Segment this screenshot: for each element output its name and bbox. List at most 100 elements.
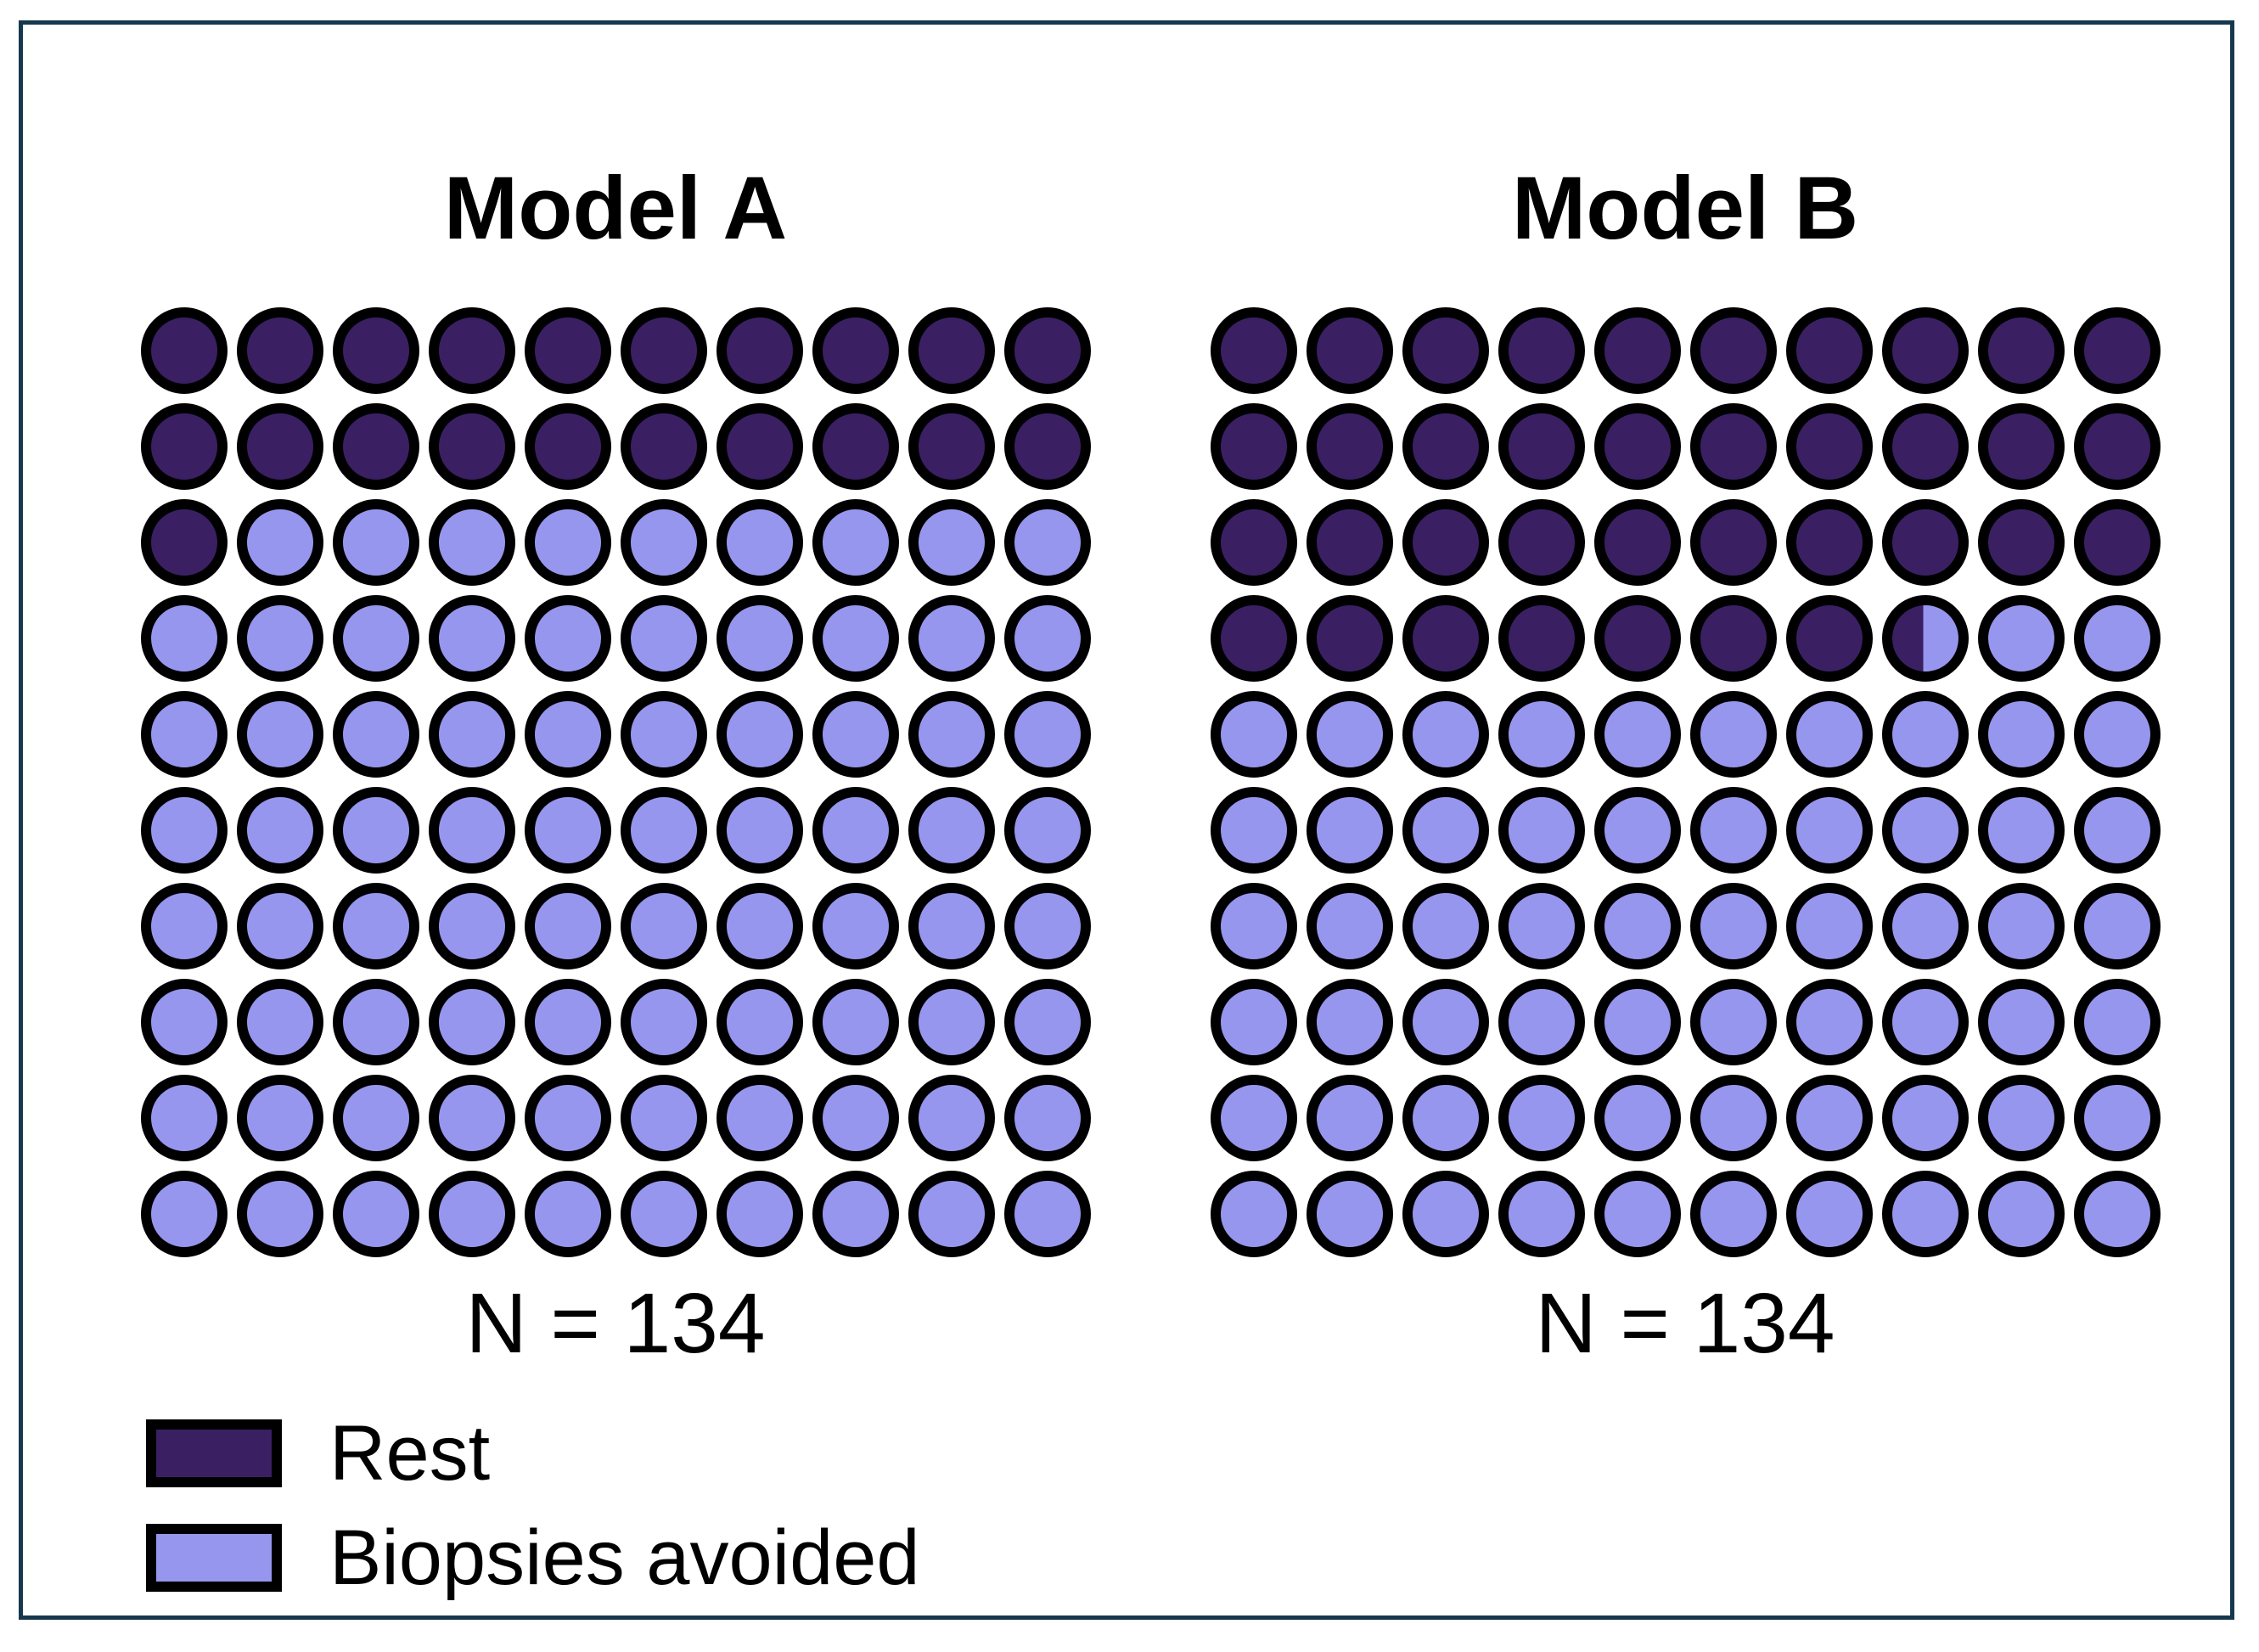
dot-rest xyxy=(1881,498,1969,586)
dot-biopsies-avoided xyxy=(1881,786,1969,874)
dot-biopsies-avoided xyxy=(1881,1074,1969,1161)
legend-label-biopsies-avoided: Biopsies avoided xyxy=(329,1514,920,1601)
dot-rest xyxy=(140,402,228,490)
dot-biopsies-avoided xyxy=(332,978,419,1065)
dot-biopsies-avoided xyxy=(2073,882,2161,969)
dot-rest xyxy=(332,306,419,394)
dot-rest xyxy=(1003,306,1091,394)
dot-rest xyxy=(1210,306,1297,394)
dot-biopsies-avoided xyxy=(1498,978,1585,1065)
dot-rest xyxy=(1977,498,2065,586)
dot-biopsies-avoided xyxy=(2073,786,2161,874)
dot-biopsies-avoided xyxy=(140,594,228,682)
dot-biopsies-avoided xyxy=(428,498,515,586)
dot-biopsies-avoided xyxy=(620,1170,707,1257)
dot-rest xyxy=(716,402,803,490)
dot-biopsies-avoided xyxy=(428,1170,515,1257)
sample-size-label-model-a: N = 134 xyxy=(465,1276,766,1371)
dot-biopsies-avoided xyxy=(1977,882,2065,969)
dot-biopsies-avoided xyxy=(1785,882,1873,969)
panel-title-model-a: Model A xyxy=(443,159,788,259)
dot-rest xyxy=(908,306,995,394)
dot-biopsies-avoided xyxy=(1210,882,1297,969)
legend-swatch-rest xyxy=(146,1419,282,1488)
dot-biopsies-avoided xyxy=(812,594,899,682)
dot-biopsies-avoided xyxy=(716,1170,803,1257)
dot-biopsies-avoided xyxy=(1003,690,1091,778)
dot-biopsies-avoided xyxy=(1785,690,1873,778)
dot-biopsies-avoided xyxy=(1689,882,1777,969)
dot-biopsies-avoided xyxy=(1881,882,1969,969)
dot-biopsies-avoided xyxy=(140,786,228,874)
dot-biopsies-avoided xyxy=(524,594,611,682)
dot-rest xyxy=(236,306,323,394)
dot-rest xyxy=(428,402,515,490)
panel-title-model-b: Model B xyxy=(1511,159,1859,259)
dot-rest xyxy=(1689,306,1777,394)
dot-biopsies-avoided xyxy=(1210,978,1297,1065)
waffle-grid-model-b xyxy=(1205,302,2165,1261)
dot-biopsies-avoided xyxy=(428,594,515,682)
dot-biopsies-avoided xyxy=(1785,1074,1873,1161)
dot-biopsies-avoided xyxy=(1402,882,1489,969)
dot-rest xyxy=(1210,498,1297,586)
dot-rest xyxy=(620,306,707,394)
dot-biopsies-avoided xyxy=(620,978,707,1065)
dot-biopsies-avoided xyxy=(1003,498,1091,586)
dot-rest xyxy=(1402,594,1489,682)
dot-biopsies-avoided xyxy=(236,786,323,874)
legend: Rest Biopsies avoided xyxy=(146,1413,920,1599)
dot-biopsies-avoided xyxy=(1593,690,1681,778)
dot-biopsies-avoided xyxy=(332,786,419,874)
dot-biopsies-avoided xyxy=(908,1074,995,1161)
dot-biopsies-avoided xyxy=(716,690,803,778)
dot-biopsies-avoided xyxy=(236,690,323,778)
dot-biopsies-avoided xyxy=(1977,978,2065,1065)
dot-rest xyxy=(1689,402,1777,490)
dot-biopsies-avoided xyxy=(1210,1170,1297,1257)
dot-biopsies-avoided xyxy=(1785,786,1873,874)
dot-biopsies-avoided xyxy=(332,690,419,778)
dot-biopsies-avoided xyxy=(1593,1170,1681,1257)
dot-biopsies-avoided xyxy=(908,882,995,969)
dot-rest xyxy=(1593,594,1681,682)
dot-biopsies-avoided xyxy=(1003,594,1091,682)
dot-rest xyxy=(140,498,228,586)
dot-rest xyxy=(1593,306,1681,394)
dot-rest xyxy=(908,402,995,490)
waffle-grid-model-a xyxy=(136,302,1095,1261)
dot-rest xyxy=(2073,498,2161,586)
dot-biopsies-avoided xyxy=(620,690,707,778)
dot-biopsies-avoided xyxy=(1977,786,2065,874)
dot-biopsies-avoided xyxy=(716,498,803,586)
dot-biopsies-avoided xyxy=(1593,1074,1681,1161)
dot-biopsies-avoided xyxy=(812,786,899,874)
dot-rest xyxy=(524,402,611,490)
dot-biopsies-avoided xyxy=(332,1170,419,1257)
dot-biopsies-avoided xyxy=(620,498,707,586)
dot-rest xyxy=(1402,402,1489,490)
dot-rest xyxy=(1785,306,1873,394)
dot-biopsies-avoided xyxy=(1306,1074,1393,1161)
legend-swatch-biopsies-avoided xyxy=(146,1523,282,1592)
dot-rest xyxy=(812,306,899,394)
dot-biopsies-avoided xyxy=(1689,690,1777,778)
dot-rest xyxy=(1977,306,2065,394)
dot-biopsies-avoided xyxy=(1689,1074,1777,1161)
sample-size-label-model-b: N = 134 xyxy=(1535,1276,1835,1371)
dot-rest xyxy=(1306,594,1393,682)
dot-biopsies-avoided xyxy=(812,690,899,778)
dot-biopsies-avoided xyxy=(1003,786,1091,874)
dot-biopsies-avoided xyxy=(140,690,228,778)
dot-biopsies-avoided xyxy=(1003,1170,1091,1257)
dot-biopsies-avoided xyxy=(332,498,419,586)
dot-rest xyxy=(1881,306,1969,394)
dot-biopsies-avoided xyxy=(140,1074,228,1161)
dot-rest xyxy=(1881,402,1969,490)
dot-biopsies-avoided xyxy=(1306,786,1393,874)
dot-biopsies-avoided xyxy=(2073,594,2161,682)
dot-biopsies-avoided xyxy=(1210,690,1297,778)
dot-biopsies-avoided xyxy=(524,690,611,778)
dot-biopsies-avoided xyxy=(524,1074,611,1161)
dot-rest xyxy=(1210,402,1297,490)
